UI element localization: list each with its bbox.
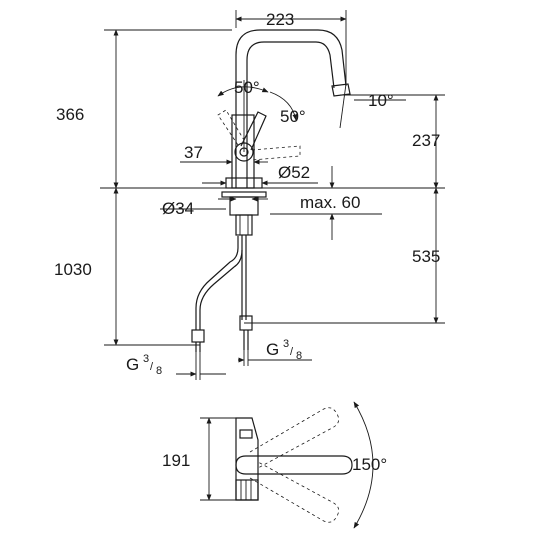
dim-hole-diameter: Ø34	[162, 199, 194, 218]
swivel-spout	[235, 455, 353, 475]
dim-top-width: 223	[266, 10, 294, 29]
svg-text:3: 3	[143, 353, 149, 365]
dimension-labels: 223 366 10° 50° 50° 237 37 Ø52 Ø34 max. …	[54, 10, 440, 474]
dim-body-diameter: Ø52	[278, 163, 310, 182]
svg-text:G: G	[266, 340, 279, 359]
dim-spout-height: 237	[412, 131, 440, 150]
svg-text:8: 8	[296, 350, 302, 362]
aerator	[331, 83, 351, 97]
dim-under-deck: 535	[412, 247, 440, 266]
lever-alt-left	[217, 109, 245, 146]
lever	[240, 111, 267, 151]
dim-lever-angle-left: 50°	[234, 78, 260, 97]
svg-text:3: 3	[283, 338, 289, 350]
connection-label-left: G 3 / 8	[126, 353, 162, 377]
dim-overall-height: 366	[56, 105, 84, 124]
spout-outer	[235, 29, 347, 188]
dim-lever-angle-right: 50°	[280, 107, 306, 126]
faucet-swivel-view	[200, 401, 374, 529]
swivel-spout-alt-down	[249, 461, 340, 523]
dim-swivel-height: 191	[162, 451, 190, 470]
swivel-spout-alt-up	[249, 407, 340, 469]
dim-swivel-angle: 150°	[352, 455, 387, 474]
base-ring	[225, 177, 263, 189]
faucet-side-view	[100, 29, 445, 352]
deck-flange	[221, 191, 267, 198]
shank	[235, 214, 253, 236]
swivel-base-knurl	[235, 479, 259, 501]
deck-nut	[229, 196, 259, 216]
spout-inner	[246, 41, 335, 188]
connection-label-right: G 3 / 8	[266, 338, 302, 362]
dim-spout-angle: 10°	[368, 91, 394, 110]
valve-left	[191, 329, 205, 343]
swivel-angle-arc	[353, 401, 374, 529]
dim-hose-length: 1030	[54, 260, 92, 279]
svg-text:/: /	[290, 346, 294, 358]
svg-text:8: 8	[156, 365, 162, 377]
swivel-handle	[239, 429, 253, 439]
supply-hose-left	[195, 236, 239, 330]
dim-lever-offset: 37	[184, 143, 203, 162]
svg-text:/: /	[150, 361, 154, 373]
dimension-lines	[104, 10, 445, 380]
lever-alt-right	[251, 145, 301, 161]
svg-text:G: G	[126, 355, 139, 374]
dim-max-deck: max. 60	[300, 193, 360, 212]
